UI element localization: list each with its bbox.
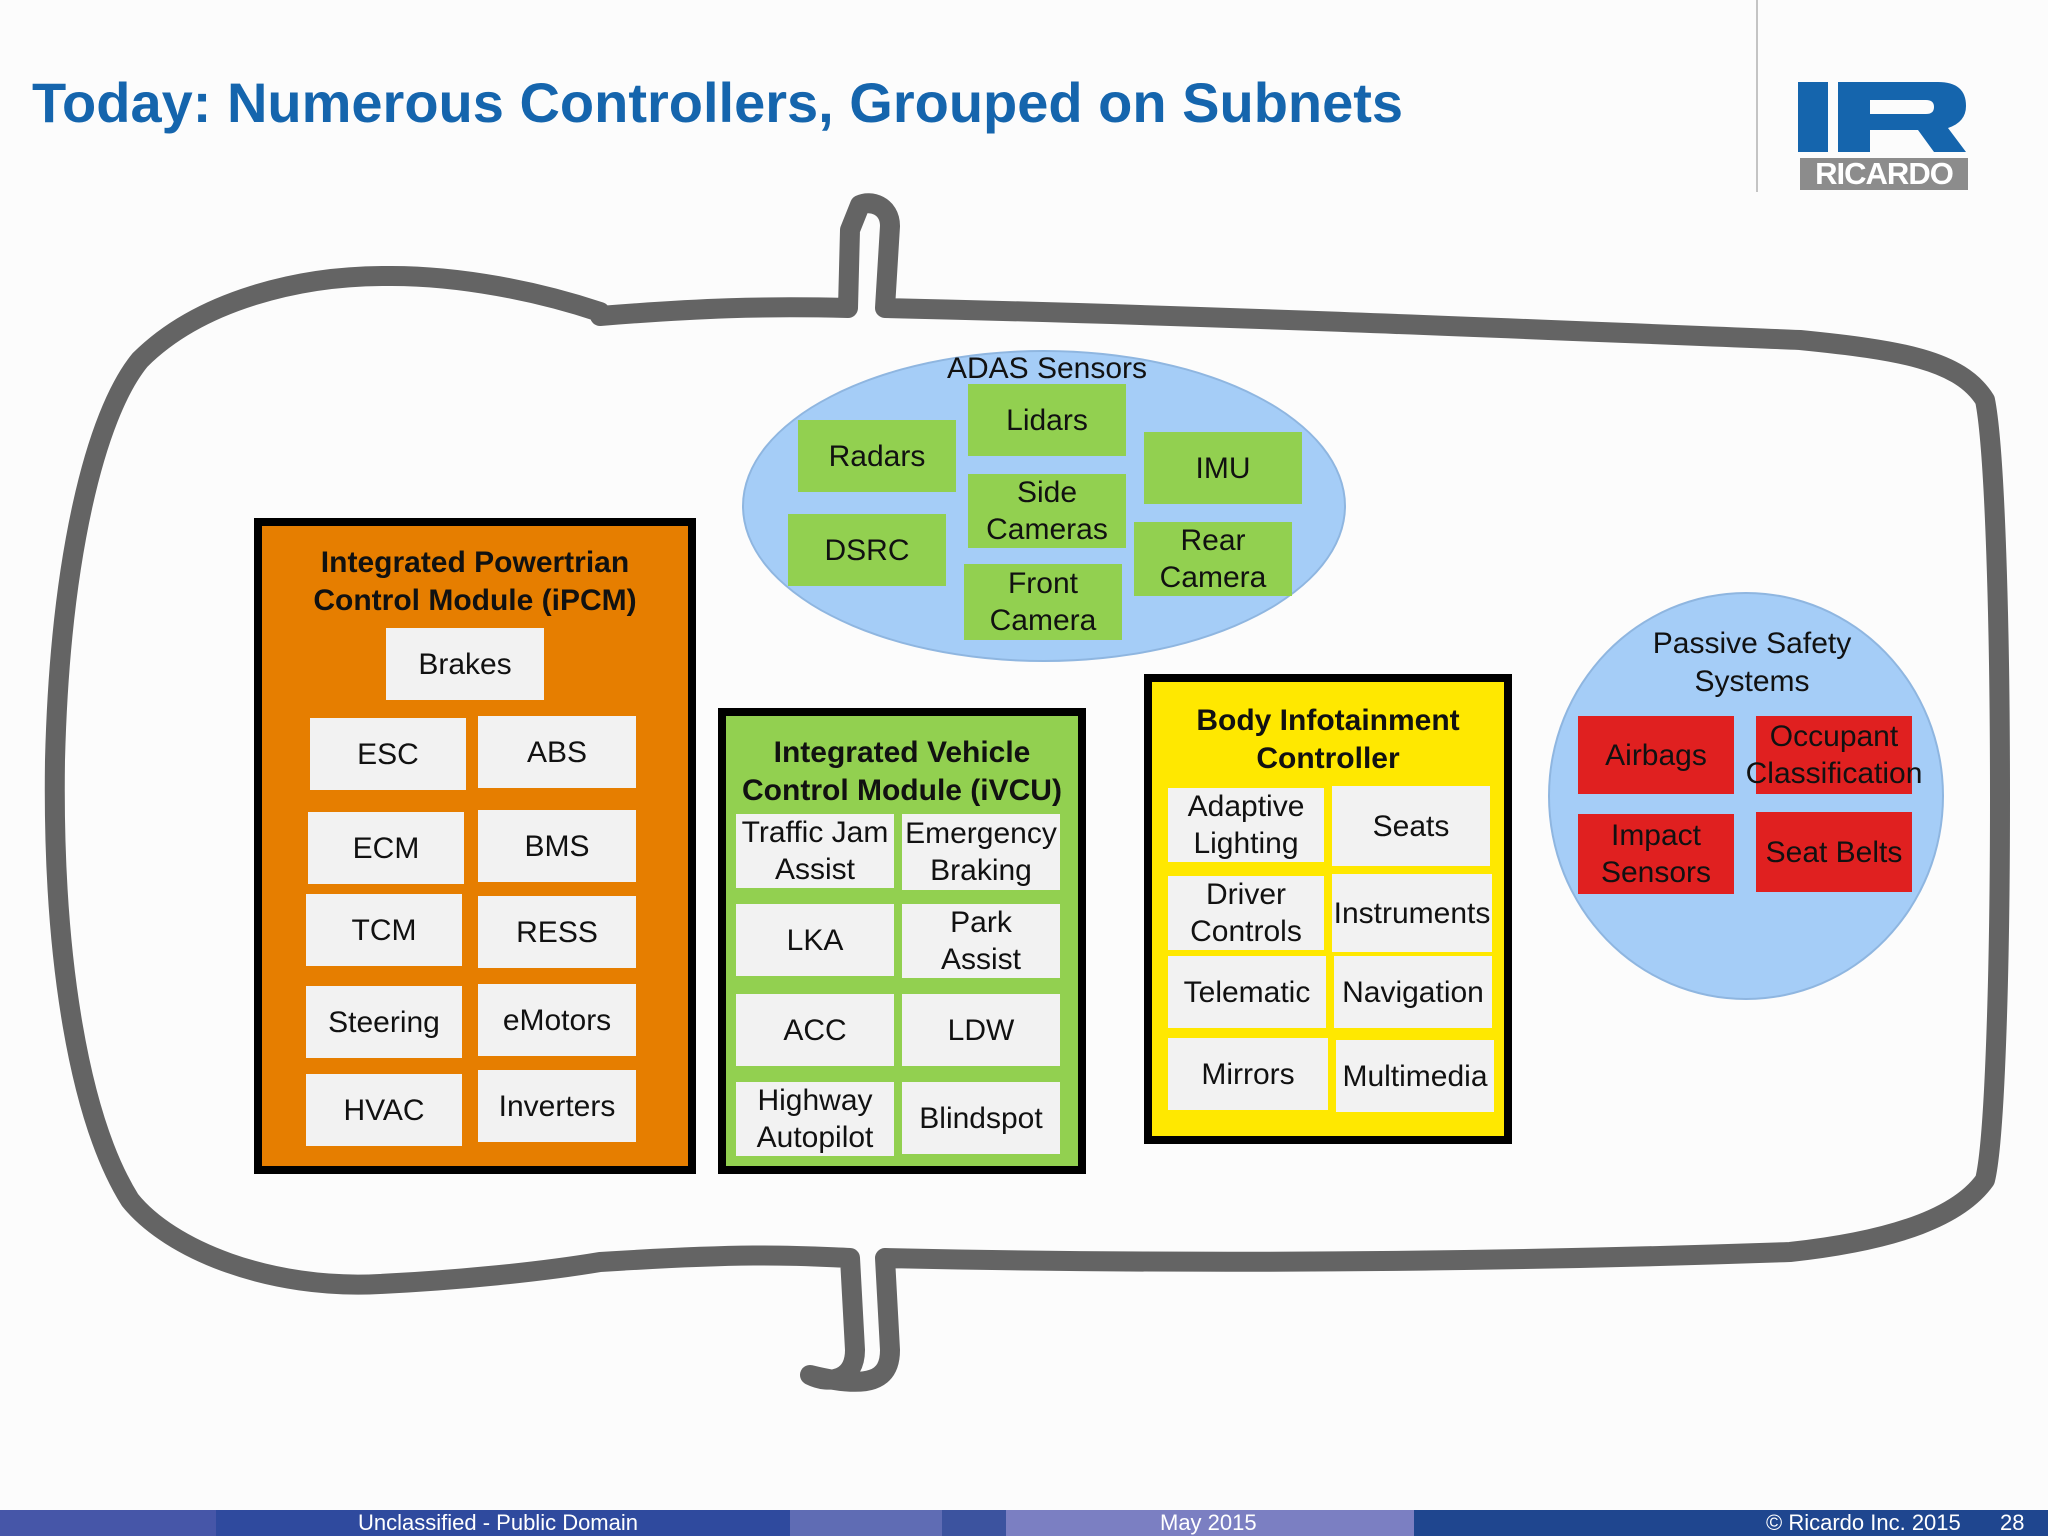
logo-wordmark: RICARDO [1800, 158, 1968, 190]
ivcu-blindspot: Blindspot [902, 1082, 1060, 1154]
passive-occupant-classification: Occupant Classification [1746, 716, 1922, 794]
passive-seat-belts: Seat Belts [1756, 812, 1912, 892]
ivcu-emergency-braking: Emergency Braking [902, 814, 1060, 890]
ivcu-park-assist: Park Assist [902, 904, 1060, 978]
slide-title: Today: Numerous Controllers, Grouped on … [32, 71, 1404, 134]
ipcm-ecm: ECM [308, 812, 464, 884]
body-telematic: Telematic [1168, 956, 1326, 1028]
ipcm-hvac: HVAC [306, 1074, 462, 1146]
body-mirrors: Mirrors [1168, 1038, 1328, 1110]
passive-airbags: Airbags [1578, 716, 1734, 794]
body-seats: Seats [1332, 786, 1490, 866]
passive-safety-label: Passive Safety Systems [1652, 627, 1852, 698]
ivcu-highway-autopilot: Highway Autopilot [736, 1082, 894, 1156]
footer-page-number: 28 [2000, 1510, 2025, 1535]
footer-classification: Unclassified - Public Domain [358, 1510, 638, 1535]
sensor-front-camera: Front Camera [964, 564, 1122, 640]
body-instruments: Instruments [1332, 874, 1492, 952]
footer-copyright: © Ricardo Inc. 2015 [1766, 1510, 1961, 1535]
ipcm-inverters: Inverters [478, 1070, 636, 1142]
body-navigation: Navigation [1334, 956, 1492, 1028]
body-title: Body Infotainment Controller [1196, 704, 1460, 775]
passive-safety-group [1548, 592, 1944, 1000]
footer-bar [0, 1510, 2048, 1536]
sensor-imu: IMU [1144, 432, 1302, 504]
sensor-radars: Radars [798, 420, 956, 492]
ipcm-abs: ABS [478, 716, 636, 788]
body-driver-controls: Driver Controls [1168, 876, 1324, 950]
ivcu-title: Integrated Vehicle Control Module (iVCU) [742, 736, 1062, 807]
body-multimedia: Multimedia [1336, 1040, 1494, 1112]
adas-sensors-label: ADAS Sensors [946, 352, 1148, 385]
ipcm-steering: Steering [306, 986, 462, 1058]
header-divider [1756, 0, 1758, 192]
ipcm-esc: ESC [310, 718, 466, 790]
footer-date: May 2015 [1160, 1510, 1257, 1535]
ivcu-ldw: LDW [902, 994, 1060, 1066]
ivcu-acc: ACC [736, 994, 894, 1066]
ipcm-tcm: TCM [306, 894, 462, 966]
sensor-rear-camera: Rear Camera [1134, 522, 1292, 596]
ipcm-title: Integrated Powertrian Control Module (iP… [313, 546, 637, 617]
ipcm-brakes: Brakes [386, 628, 544, 700]
passive-impact-sensors: Impact Sensors [1578, 814, 1734, 894]
ipcm-ress: RESS [478, 896, 636, 968]
ipcm-emotors: eMotors [478, 984, 636, 1056]
ivcu-lka: LKA [736, 904, 894, 976]
body-adaptive-lighting: Adaptive Lighting [1168, 788, 1324, 862]
ipcm-bms: BMS [478, 810, 636, 882]
sensor-lidars: Lidars [968, 384, 1126, 456]
ivcu-traffic-jam-assist: Traffic Jam Assist [736, 814, 894, 888]
ricardo-logo [1798, 82, 1966, 152]
sensor-dsrc: DSRC [788, 514, 946, 586]
sensor-side-cameras: Side Cameras [968, 474, 1126, 548]
